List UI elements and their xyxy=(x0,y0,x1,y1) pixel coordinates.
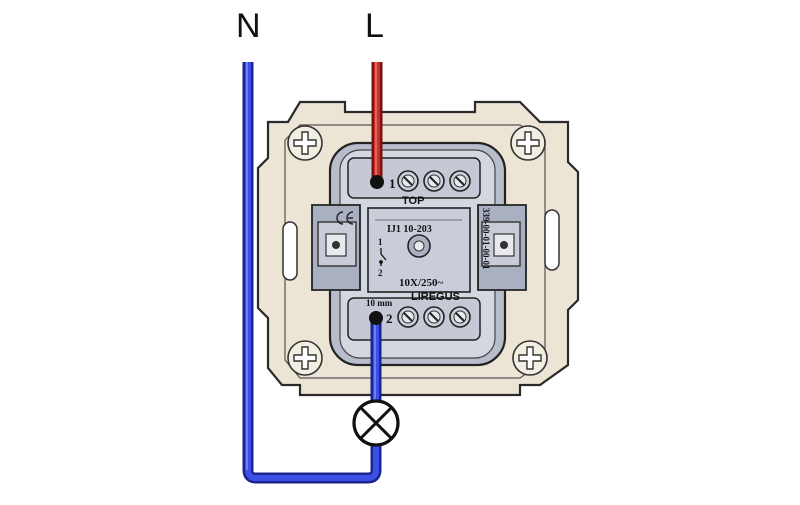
live-terminal-entry xyxy=(370,175,384,189)
terminal-screw-icon xyxy=(397,170,419,192)
terminal-2-marking: 2 xyxy=(386,311,393,326)
contact-1-marking: 1 xyxy=(378,237,383,247)
terminal-screw-icon xyxy=(449,170,471,192)
terminal-screw-icon xyxy=(423,306,445,328)
terminal-screw-icon xyxy=(397,306,419,328)
screw-hole-icon xyxy=(510,125,546,161)
terminal-1-marking: 1 xyxy=(389,176,396,191)
serial-marking: 339-00-01-00-01 xyxy=(481,208,491,270)
neutral-label: N xyxy=(236,7,261,45)
lamp-symbol-icon xyxy=(352,399,400,447)
screw-hole-icon xyxy=(287,125,323,161)
terminal-screw-icon xyxy=(423,170,445,192)
ce-mark-icon xyxy=(336,211,354,225)
rating-marking: 10X/250~ xyxy=(399,277,444,289)
switch-contact-icon xyxy=(379,248,387,266)
brand-marking: LIREGUS xyxy=(411,291,460,303)
strip-length-marking: 10 mm xyxy=(366,298,393,308)
screw-hole-icon xyxy=(512,340,548,376)
model-marking: IJ1 10-203 xyxy=(387,224,432,235)
switch-mechanism xyxy=(311,141,527,367)
contact-2-marking: 2 xyxy=(378,268,383,278)
top-marking: TOP xyxy=(402,195,424,207)
screw-hole-icon xyxy=(287,340,323,376)
live-label: L xyxy=(365,7,384,45)
load-terminal-entry xyxy=(369,311,383,325)
terminal-screw-icon xyxy=(449,306,471,328)
